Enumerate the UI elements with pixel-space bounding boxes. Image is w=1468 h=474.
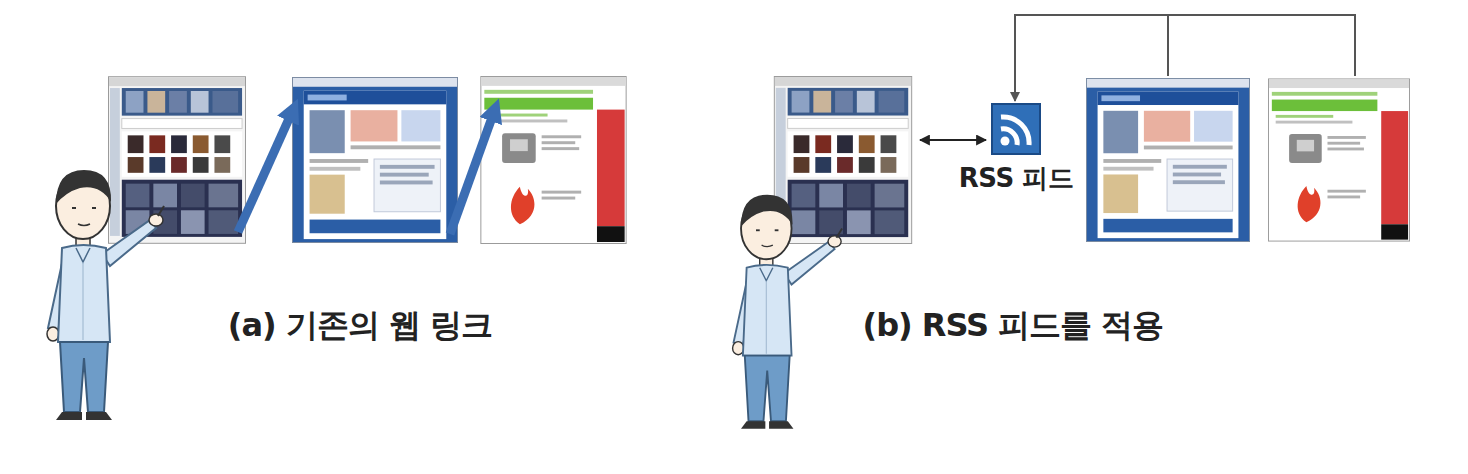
link-arrow	[450, 112, 494, 234]
rss-icon-ground	[992, 104, 1040, 154]
feed-arrow	[920, 139, 986, 141]
web-page	[481, 76, 626, 243]
rss-icon-dot	[1000, 137, 1009, 146]
web-page	[1086, 78, 1249, 241]
web-page	[292, 77, 457, 242]
rss-icon	[991, 103, 1041, 155]
rss-icon-wave	[1001, 129, 1017, 145]
person-figure	[733, 195, 842, 429]
feed-wire	[1015, 15, 1168, 101]
node-label: RSS 피드	[959, 161, 1073, 196]
rss-icon-wave	[1001, 117, 1029, 145]
feed-wire	[1168, 15, 1355, 76]
panel-caption: (a) 기존의 웹 링크	[228, 304, 492, 348]
web-page	[1268, 79, 1409, 241]
person-figure	[47, 170, 164, 420]
panel-caption: (b) RSS 피드를 적용	[863, 304, 1164, 348]
web-page	[774, 76, 911, 243]
web-page	[108, 77, 245, 244]
link-arrow	[238, 112, 292, 232]
rss-feed-node: RSS 피드	[959, 103, 1073, 196]
